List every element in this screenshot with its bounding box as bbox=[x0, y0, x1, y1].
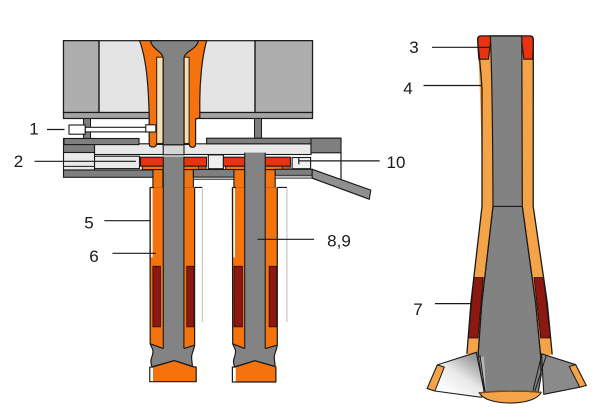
svg-text:3: 3 bbox=[409, 38, 418, 57]
svg-text:4: 4 bbox=[403, 79, 412, 98]
svg-text:1: 1 bbox=[29, 120, 38, 139]
svg-text:6: 6 bbox=[89, 247, 98, 266]
svg-text:5: 5 bbox=[84, 214, 93, 233]
svg-text:2: 2 bbox=[14, 152, 23, 171]
svg-text:8,9: 8,9 bbox=[327, 232, 351, 251]
svg-text:10: 10 bbox=[387, 153, 406, 172]
svg-text:7: 7 bbox=[413, 300, 422, 319]
